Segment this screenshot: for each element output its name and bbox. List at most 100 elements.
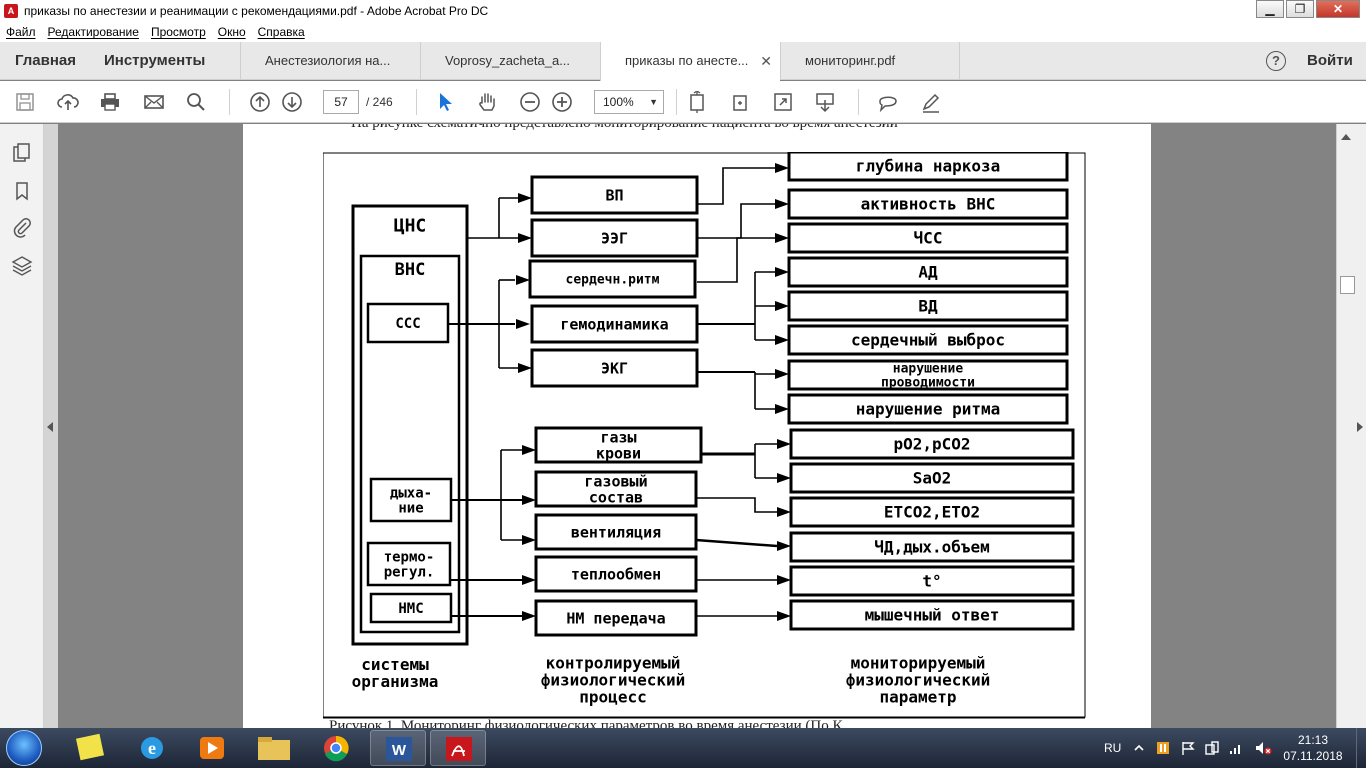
process-box bbox=[534, 599, 698, 637]
arrow bbox=[775, 369, 789, 379]
zoom-select[interactable]: 100%▼ bbox=[594, 90, 664, 114]
save-icon[interactable] bbox=[14, 91, 36, 113]
toolbar-separator bbox=[676, 89, 677, 115]
zoom-in-icon[interactable] bbox=[551, 91, 573, 113]
select-cursor-icon[interactable] bbox=[435, 91, 457, 113]
upload-cloud-icon[interactable] bbox=[57, 91, 79, 113]
fit-page-icon[interactable] bbox=[686, 91, 708, 113]
tab-close-icon[interactable]: ✕ bbox=[760, 53, 772, 69]
connector bbox=[697, 237, 775, 283]
chevron-right-icon[interactable] bbox=[1357, 422, 1363, 432]
left-panel-collapse-bar[interactable] bbox=[44, 124, 58, 728]
print-icon[interactable] bbox=[99, 91, 121, 113]
tab-prikazy[interactable]: приказы по анесте...✕ bbox=[600, 42, 780, 81]
arrow bbox=[775, 163, 789, 173]
restore-button[interactable]: ❐ bbox=[1286, 0, 1314, 18]
windows-taskbar: e W RU 21:13 07.11.2018 bbox=[0, 728, 1366, 768]
parameter-box bbox=[789, 565, 1075, 597]
cns-label: ЦНС bbox=[394, 215, 427, 236]
vertical-scrollbar[interactable] bbox=[1336, 124, 1366, 728]
read-mode-icon[interactable] bbox=[814, 91, 836, 113]
previous-page-icon[interactable] bbox=[249, 91, 271, 113]
svg-text:W: W bbox=[392, 742, 407, 759]
system-clock[interactable]: 21:13 07.11.2018 bbox=[1282, 732, 1344, 764]
scroll-up-icon[interactable] bbox=[1341, 134, 1351, 140]
menu-edit[interactable]: Редактирование bbox=[47, 25, 139, 39]
taskbar-explorer[interactable] bbox=[246, 730, 302, 766]
tools-tab[interactable]: Инструменты bbox=[104, 52, 206, 69]
menu-help[interactable]: Справка bbox=[257, 25, 305, 39]
tray-expand-icon[interactable] bbox=[1132, 741, 1146, 755]
arrow bbox=[522, 575, 536, 585]
taskbar-sticky-notes[interactable] bbox=[64, 730, 120, 766]
arrow bbox=[518, 193, 532, 203]
menu-file[interactable]: Файл bbox=[6, 25, 36, 39]
tab-voprosy[interactable]: Voprosy_zacheta_a... bbox=[420, 42, 600, 80]
media-player-icon bbox=[200, 737, 224, 759]
window-title: приказы по анестезии и реанимации с реко… bbox=[24, 4, 489, 18]
taskbar-chrome[interactable] bbox=[308, 730, 364, 766]
network-signal-icon[interactable] bbox=[1228, 740, 1244, 756]
tab-anesthesiology[interactable]: Анестезиология на... bbox=[240, 42, 420, 80]
tab-label: Voprosy_zacheta_a... bbox=[445, 53, 571, 68]
device-icon[interactable] bbox=[1204, 740, 1220, 756]
rotate-icon[interactable] bbox=[729, 91, 751, 113]
next-page-icon[interactable] bbox=[281, 91, 303, 113]
arrow bbox=[775, 233, 789, 243]
parameter-label: мышечный ответ bbox=[865, 606, 1000, 625]
parameter-label: ЧСС bbox=[914, 229, 943, 248]
close-window-button[interactable]: ✕ bbox=[1316, 0, 1360, 18]
menu-view[interactable]: Просмотр bbox=[150, 25, 206, 39]
chevron-left-icon bbox=[47, 422, 53, 432]
clock-time: 21:13 bbox=[1297, 733, 1329, 747]
arrow bbox=[775, 404, 789, 414]
pause-icon[interactable] bbox=[1156, 741, 1170, 755]
document-viewport[interactable]: На рисунке схематично представлено монит… bbox=[58, 124, 1336, 728]
toolbar: 57 / 246 100%▼ bbox=[0, 81, 1366, 123]
hand-tool-icon[interactable] bbox=[476, 91, 498, 113]
acrobat-icon bbox=[446, 737, 472, 761]
action-center-flag-icon[interactable] bbox=[1180, 740, 1196, 756]
highlight-pen-icon[interactable] bbox=[920, 91, 942, 113]
minimize-button[interactable]: ▁ bbox=[1256, 0, 1284, 18]
home-tab[interactable]: Главная bbox=[15, 52, 77, 69]
scrollbar-thumb[interactable] bbox=[1340, 276, 1355, 294]
arrow bbox=[518, 363, 532, 373]
language-indicator[interactable]: RU bbox=[1104, 741, 1122, 755]
process-label: теплообмен bbox=[571, 565, 661, 583]
menu-window[interactable]: Окно bbox=[217, 25, 246, 39]
full-screen-icon[interactable] bbox=[772, 91, 794, 113]
help-icon[interactable]: ? bbox=[1266, 51, 1286, 71]
tab-monitoring[interactable]: мониторинг.pdf bbox=[780, 42, 960, 80]
vns-label: ВНС bbox=[395, 260, 426, 280]
folder-icon bbox=[258, 737, 290, 760]
title-bar: A приказы по анестезии и реанимации с ре… bbox=[0, 0, 1366, 22]
email-icon[interactable] bbox=[143, 91, 165, 113]
layers-icon[interactable] bbox=[11, 254, 33, 276]
sign-in-button[interactable]: Войти bbox=[1307, 52, 1353, 69]
arrow bbox=[777, 439, 791, 449]
page-thumbnails-icon[interactable] bbox=[11, 142, 33, 164]
parameter-box bbox=[787, 393, 1069, 425]
bookmark-icon[interactable] bbox=[11, 180, 33, 202]
page-number-input[interactable]: 57 bbox=[323, 90, 359, 114]
volume-muted-icon[interactable] bbox=[1254, 740, 1272, 756]
search-icon[interactable] bbox=[185, 91, 207, 113]
connector bbox=[696, 497, 777, 513]
parameter-box bbox=[789, 599, 1075, 631]
attachment-icon[interactable] bbox=[11, 216, 33, 238]
process-label: ЭЭГ bbox=[601, 229, 628, 247]
comment-icon[interactable] bbox=[877, 91, 899, 113]
taskbar-acrobat[interactable] bbox=[430, 730, 486, 766]
monitoring-diagram: ЦНСВНССССдыха-ниетермо-регул.НМСВПЭЭГсер… bbox=[323, 152, 1086, 719]
process-label: ЭКГ bbox=[601, 359, 628, 377]
zoom-out-icon[interactable] bbox=[519, 91, 541, 113]
show-desktop-button[interactable] bbox=[1356, 728, 1366, 768]
taskbar-media-player[interactable] bbox=[184, 730, 240, 766]
taskbar-word[interactable]: W bbox=[370, 730, 426, 766]
start-button[interactable] bbox=[6, 730, 42, 766]
taskbar-internet-explorer[interactable]: e bbox=[124, 730, 180, 766]
